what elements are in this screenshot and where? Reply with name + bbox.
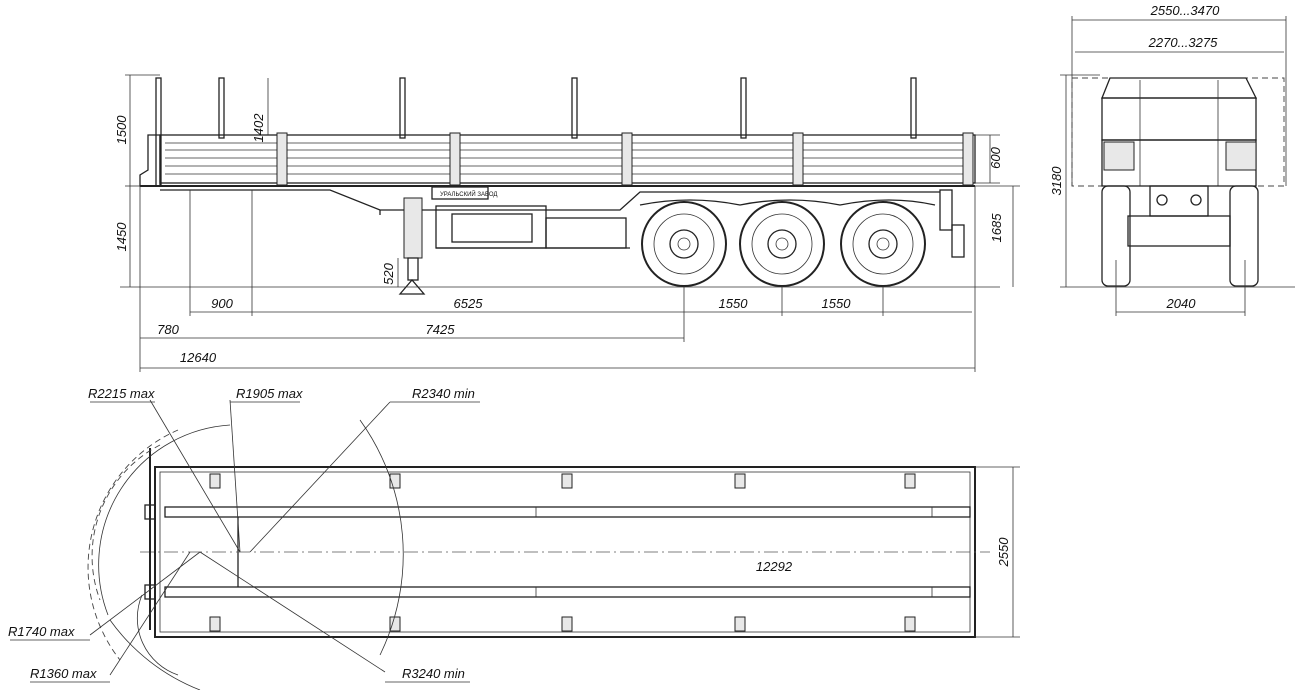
stake-pockets (209, 473, 916, 632)
dim-stake-inner: 1402 (251, 113, 266, 143)
side-view: УРАЛЬСКИЙ ЗАВОД (114, 74, 1020, 372)
radius-label-6: R3240 min (402, 666, 465, 681)
support-leg (398, 197, 426, 295)
rear-view: 2550...3470 2270...3275 3180 2040 (1049, 3, 1295, 316)
side-horizontal-dims (139, 186, 976, 372)
svg-text:УРАЛЬСКИЙ ЗАВОД: УРАЛЬСКИЙ ЗАВОД (440, 190, 497, 198)
dim-platform-length: 12292 (756, 559, 793, 574)
wheel-2 (739, 201, 825, 287)
dim-floor-height: 1450 (114, 222, 129, 252)
radius-label-5: R1360 max (30, 666, 97, 681)
radius-label-1: R2215 max (88, 386, 155, 401)
side-board-panels (159, 132, 976, 186)
dim-overall-width: 2550...3470 (1150, 3, 1220, 18)
radius-label-3: R2340 min (412, 386, 475, 401)
side-vertical-dims (125, 74, 1020, 287)
dim-kingpin-to-axle: 7425 (426, 322, 456, 337)
dim-stake-height: 1500 (114, 115, 129, 145)
dim-axle-spacing-2: 1550 (822, 296, 852, 311)
wheel-1 (641, 201, 727, 287)
dim-platform-width: 2550 (996, 537, 1011, 568)
radius-label-4: R1740 max (8, 624, 75, 639)
dim-side-board: 600 (988, 146, 1003, 168)
dim-overall-height: 3180 (1049, 166, 1064, 196)
top-view: R2215 max R1905 max R2340 min R1740 max … (8, 386, 1020, 690)
radius-label-2: R1905 max (236, 386, 303, 401)
chassis: УРАЛЬСКИЙ ЗАВОД (140, 185, 975, 249)
wheel-3 (840, 201, 926, 287)
dim-support-leg: 520 (381, 262, 396, 284)
dim-track: 2040 (1166, 296, 1197, 311)
dim-leg-offset: 900 (211, 296, 233, 311)
dim-axle-spacing-1: 1550 (719, 296, 749, 311)
dim-overall-length: 12640 (180, 350, 217, 365)
dim-coupling-height: 1685 (989, 213, 1004, 243)
dim-kingpin-offset: 780 (157, 322, 179, 337)
dim-inner-width: 2270...3275 (1148, 35, 1218, 50)
dim-leg-to-axle: 6525 (454, 296, 484, 311)
turning-radii (10, 399, 480, 690)
